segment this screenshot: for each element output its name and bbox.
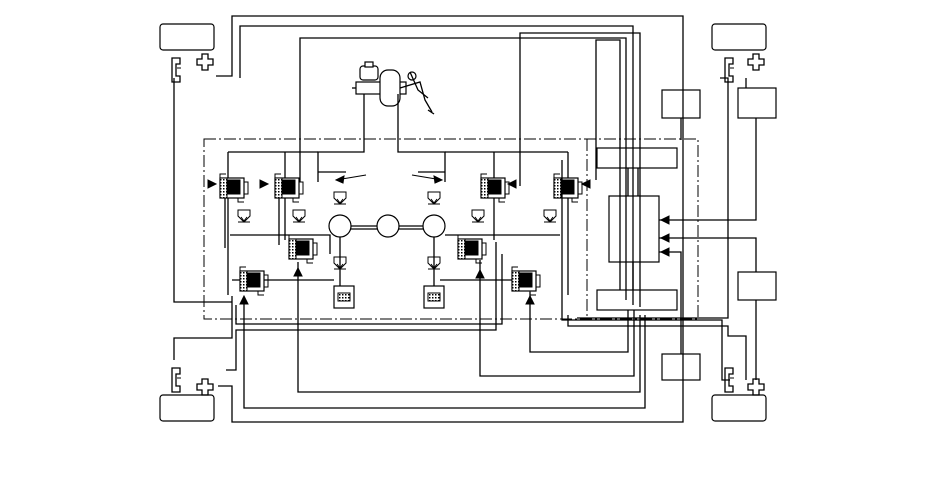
sensor-loop-outer <box>216 15 684 423</box>
inlet-valve-front-right <box>480 173 510 203</box>
brake-line-front-left <box>173 78 232 303</box>
outlet-valve-front-left <box>239 266 269 296</box>
sensor-box-rear-right <box>737 271 777 301</box>
brake-line-primary <box>317 94 365 182</box>
inlet-valve-front-left <box>219 173 249 203</box>
wheel-front-left <box>159 23 215 83</box>
pump-motor <box>376 214 400 238</box>
brake-caliper-icon <box>747 53 765 71</box>
sensor-box-lower <box>661 353 701 381</box>
pump-piston-right <box>423 285 445 309</box>
relay-box <box>661 89 701 119</box>
brake-line-secondary <box>397 94 446 182</box>
check-valve-icon <box>237 209 251 223</box>
outlet-valve-rear-right <box>511 266 541 296</box>
outlet-valve-front-right <box>457 234 487 264</box>
check-valve-icon <box>427 191 441 205</box>
wheel-rear-left <box>159 367 215 422</box>
brake-pedal <box>399 71 435 115</box>
wheel-front-right <box>711 23 767 83</box>
outlet-valve-rear-left <box>288 234 318 264</box>
brake-caliper-icon <box>747 378 765 396</box>
inlet-valve-rear-right <box>553 173 583 203</box>
ecu-lower-block <box>596 289 678 311</box>
check-valve-icon <box>543 209 557 223</box>
pump-piston-left <box>333 285 355 309</box>
accumulator-right <box>422 214 446 238</box>
check-valve-icon <box>471 209 485 223</box>
ecu-main-block <box>608 195 660 263</box>
check-valve-icon <box>333 191 347 205</box>
sensor-box-front-right <box>737 87 777 119</box>
hydraulic-unit-outline <box>203 138 699 320</box>
inlet-valve-rear-left <box>274 173 304 203</box>
ecu-upper-block <box>596 147 678 169</box>
wheel-rear-right <box>711 367 767 422</box>
master-cylinder <box>352 61 407 107</box>
check-valve-icon <box>292 209 306 223</box>
wheel-speed-sensor-icon <box>171 367 182 393</box>
brake-caliper-icon <box>196 378 214 396</box>
accumulator-left <box>328 214 352 238</box>
brake-caliper-icon <box>196 53 214 71</box>
